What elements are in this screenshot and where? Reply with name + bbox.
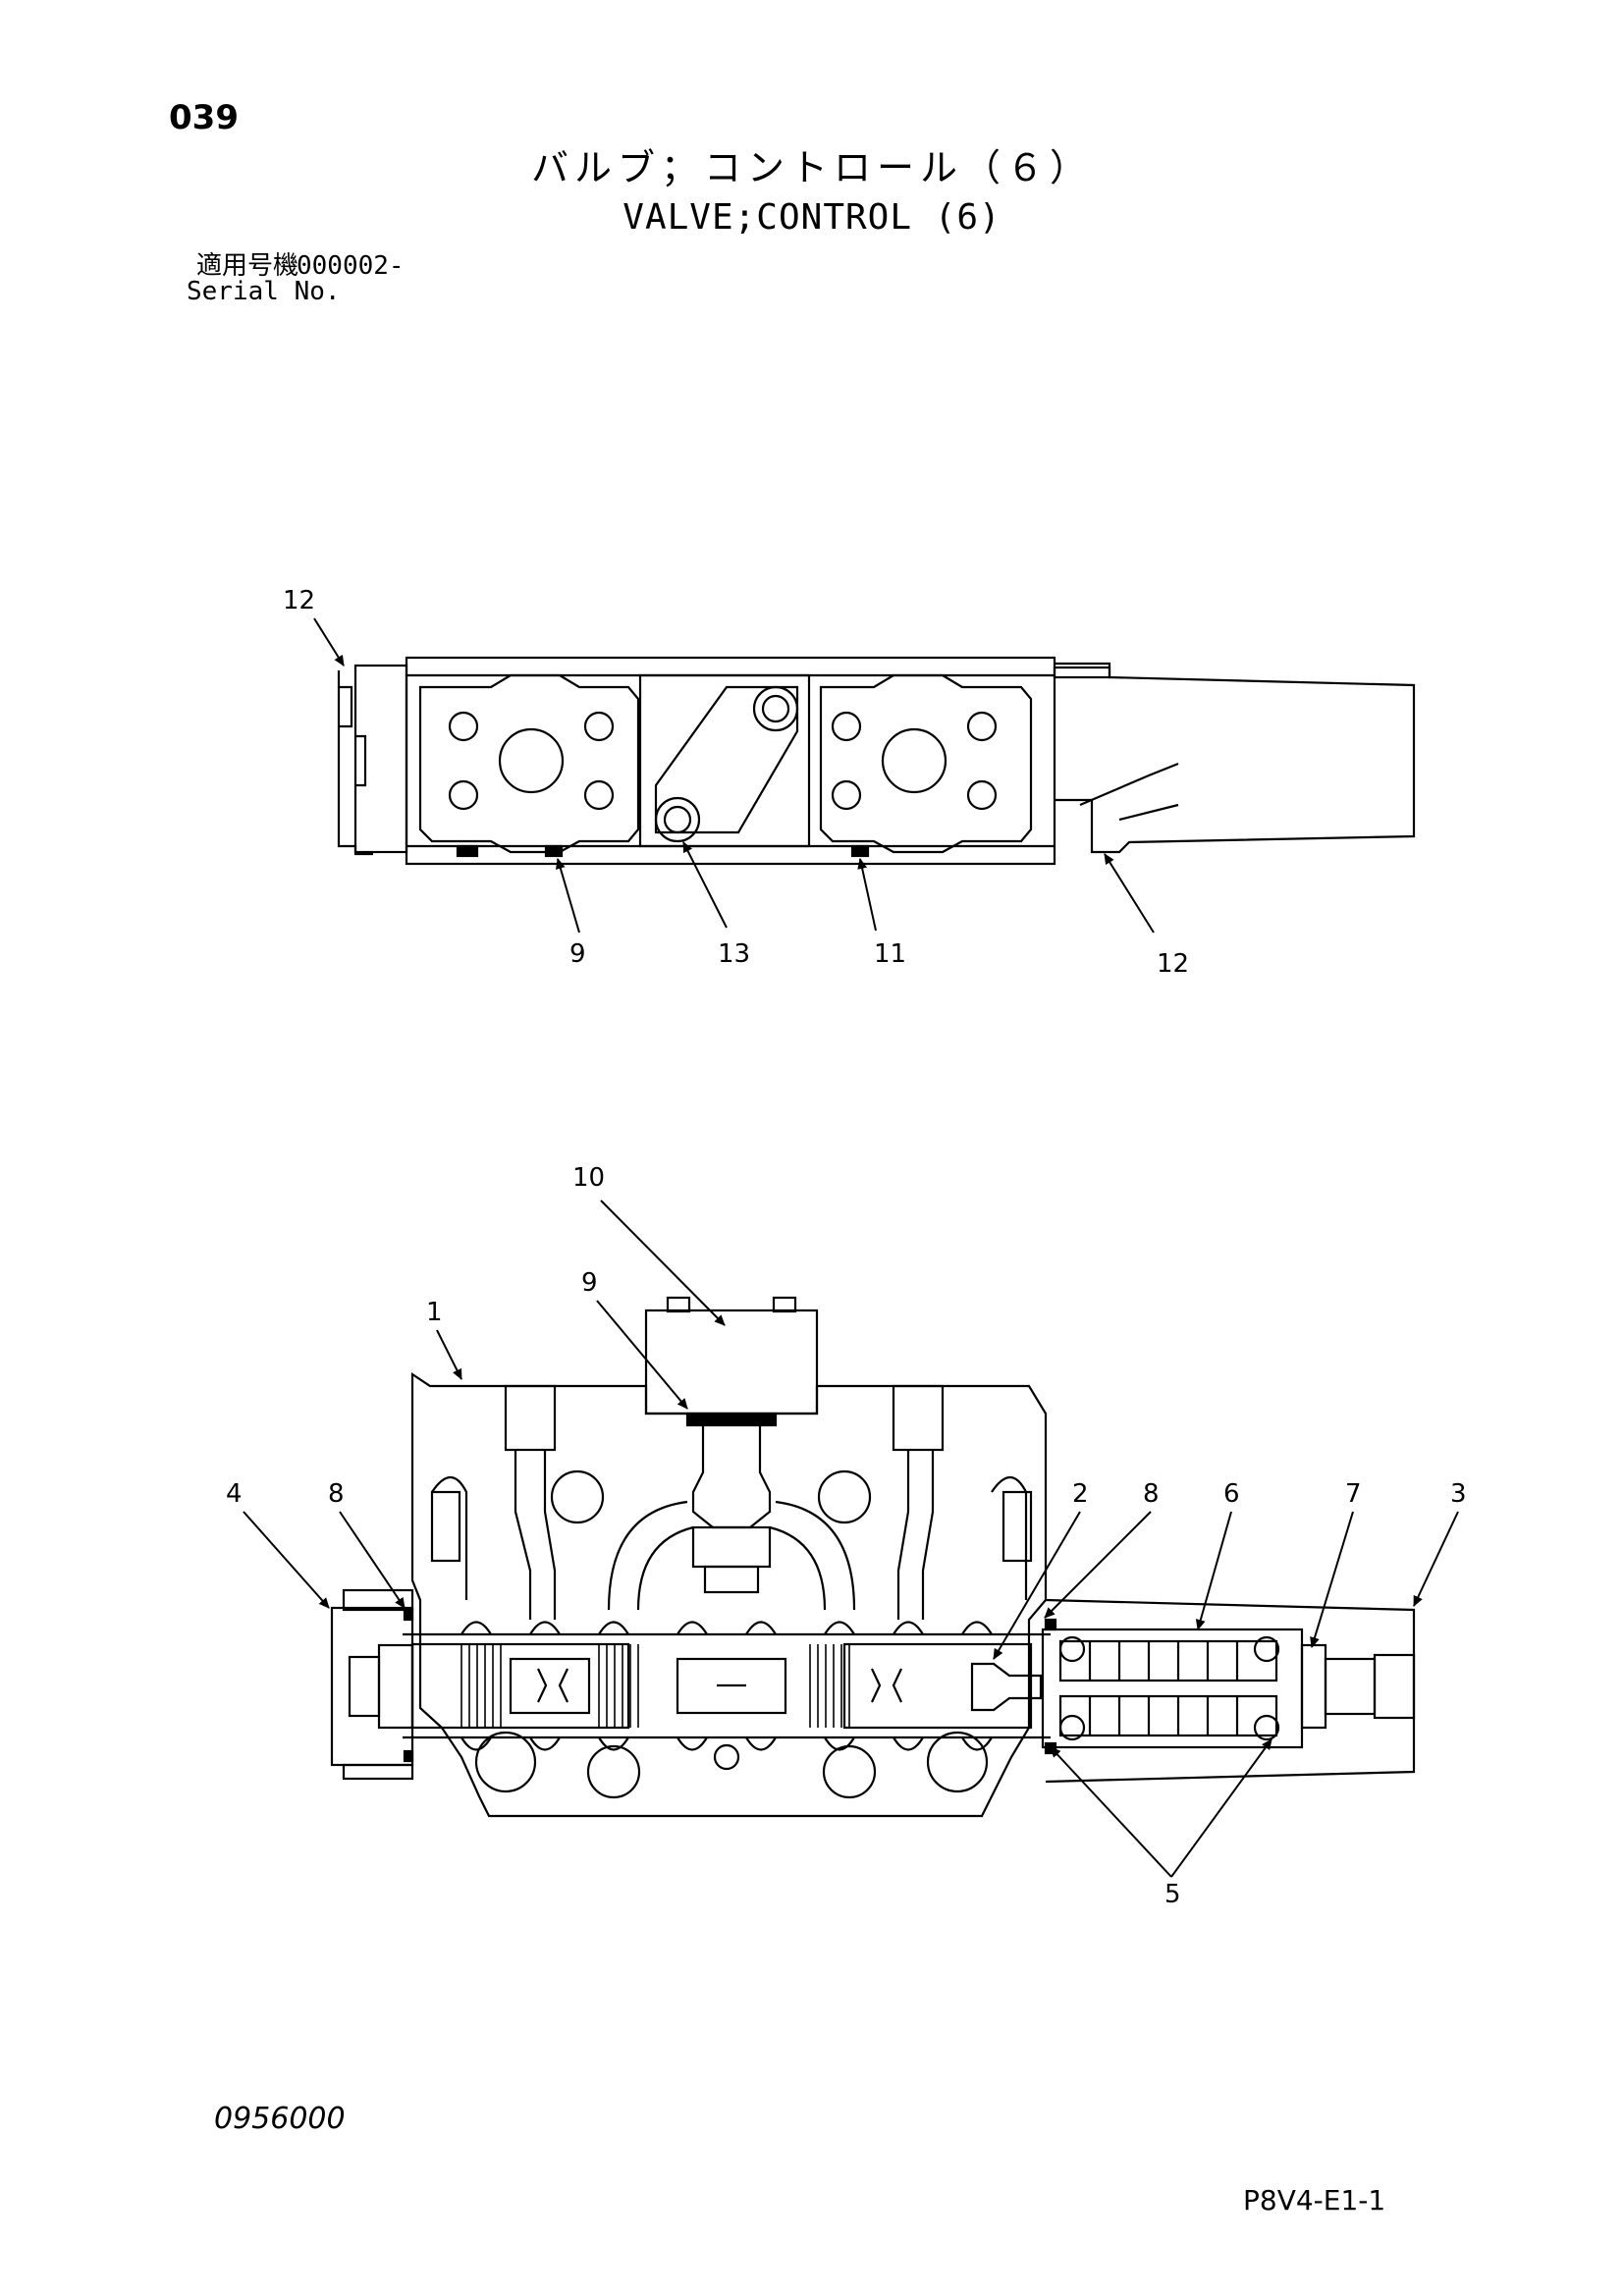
callout-top-11: 11: [874, 939, 906, 969]
callout-sec-5: 5: [1164, 1880, 1181, 1909]
callout-sec-2: 2: [1072, 1479, 1089, 1509]
page-code: P8V4-E1-1: [1243, 2184, 1386, 2216]
callout-sec-3: 3: [1450, 1479, 1467, 1509]
callout-sec-4: 4: [226, 1479, 243, 1509]
page-number: 039: [169, 98, 239, 137]
serial-label-english: Serial No.: [187, 277, 341, 306]
title-english: VALVE;CONTROL (6): [623, 197, 1001, 238]
callout-sec-6: 6: [1223, 1479, 1240, 1509]
serial-label-japanese: 適用号機: [196, 251, 299, 281]
title-japanese: バルブ；コントロール（６）: [530, 146, 1093, 189]
callout-sec-10: 10: [572, 1163, 605, 1193]
callout-top-9: 9: [569, 939, 586, 969]
drawing-number: 0956000: [214, 2102, 346, 2136]
serial-value: 000002-: [297, 251, 405, 281]
callout-top-12a: 12: [283, 586, 315, 615]
callout-sec-1: 1: [426, 1298, 443, 1327]
callout-sec-8b: 8: [1143, 1479, 1160, 1509]
callout-sec-9: 9: [581, 1268, 598, 1298]
callout-sec-8a: 8: [328, 1479, 345, 1509]
top-view-leaders: [313, 617, 1155, 934]
callout-top-12b: 12: [1157, 949, 1189, 979]
section-view-leaders: [243, 1200, 1459, 1878]
top-view: [337, 656, 1416, 866]
callout-sec-7: 7: [1345, 1479, 1362, 1509]
section-view: [330, 1296, 1416, 1818]
callout-top-13: 13: [718, 939, 750, 969]
